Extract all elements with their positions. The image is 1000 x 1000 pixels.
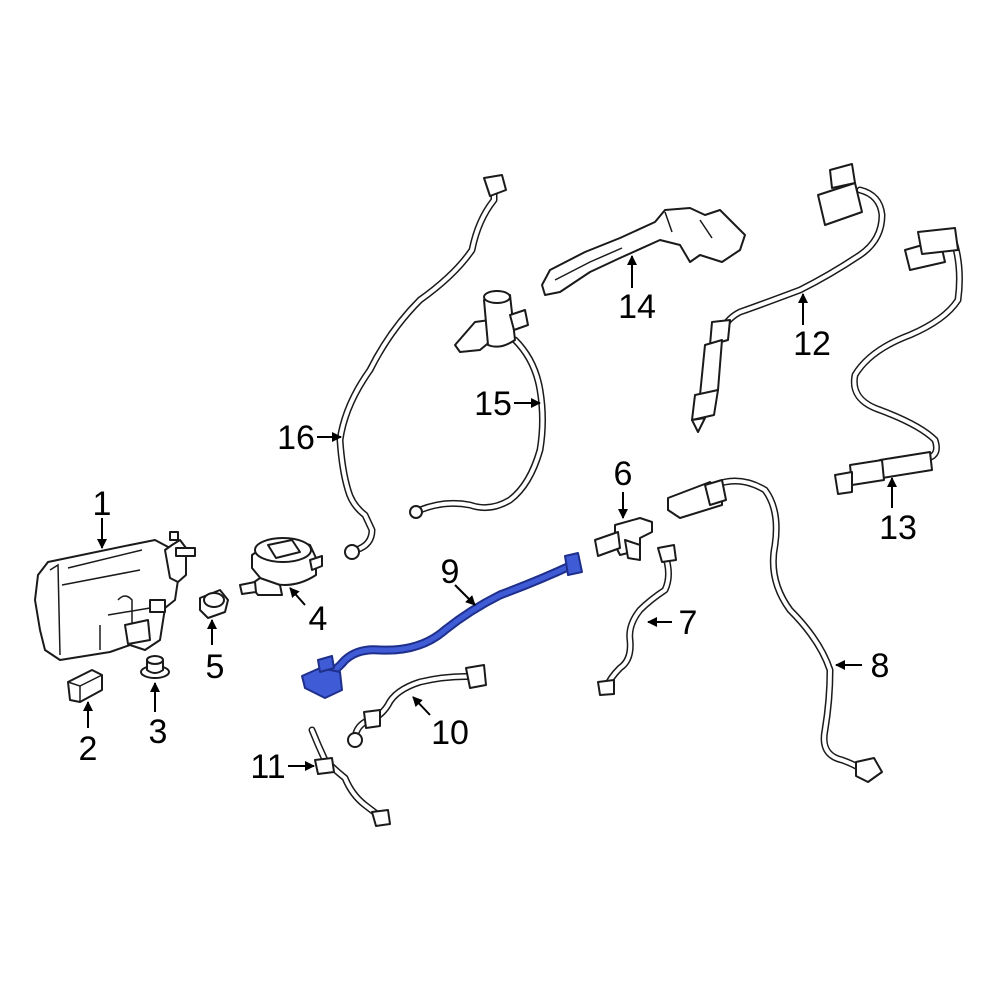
- callout-11: 11: [250, 748, 285, 786]
- part-4-purge-valve: [239, 537, 323, 596]
- callout-9: 9: [441, 553, 460, 591]
- part-3-grommet: [140, 655, 170, 679]
- callout-4: 4: [309, 600, 328, 638]
- callout-16: 16: [277, 419, 315, 457]
- part-12-o2-sensor: [691, 163, 886, 433]
- callout-10: 10: [431, 714, 469, 752]
- part-11-pipe: [308, 726, 391, 827]
- callout-12: 12: [793, 325, 831, 363]
- callout-2: 2: [79, 730, 98, 768]
- part-1-canister: [34, 531, 196, 661]
- part-8-sensor-line: [667, 477, 883, 783]
- part-6-connector: [594, 517, 653, 561]
- leader-lines: [83, 255, 897, 771]
- part-5-plug: [199, 589, 229, 619]
- leader-10: [412, 696, 431, 716]
- callout-8: 8: [871, 647, 890, 685]
- part-9-hose-highlighted: [301, 552, 583, 699]
- callout-6: 6: [614, 455, 633, 493]
- part-13-o2-sensor: [834, 227, 963, 495]
- part-15-valve-line: [409, 290, 546, 519]
- callout-1: 1: [93, 485, 112, 523]
- callout-7: 7: [679, 604, 698, 642]
- callout-13: 13: [879, 509, 917, 547]
- callout-3: 3: [149, 713, 168, 751]
- leader-9: [454, 584, 476, 606]
- part-14-bracket: [541, 207, 746, 296]
- callout-15: 15: [474, 385, 512, 423]
- callout-5: 5: [206, 648, 225, 686]
- part-2-bracket: [67, 669, 103, 703]
- callout-labels: 1 2 3 4 5 6 7 8 9 10 11 12 13 14 15 16: [79, 288, 917, 786]
- part-16-line: [336, 174, 507, 560]
- part-7-pipe: [597, 544, 677, 696]
- part-10-pipe: [347, 664, 487, 748]
- callout-14: 14: [618, 288, 656, 326]
- leader-4: [289, 587, 306, 606]
